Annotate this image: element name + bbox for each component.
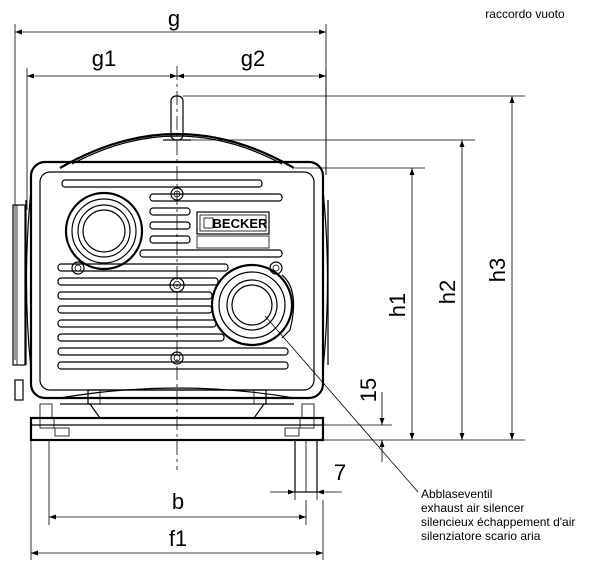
vacuum-connection-nipple: [163, 95, 191, 141]
dimension-7-label: 7: [334, 460, 346, 485]
callout-line-2: exhaust air silencer: [421, 501, 524, 515]
dimension-g2-label: g2: [241, 46, 265, 71]
corner-label: raccordo vuoto: [485, 7, 565, 21]
top-dome: [59, 133, 295, 169]
callout-line-3: silencieux échappement d'air: [421, 515, 575, 529]
becker-logo-plate: BECKER: [196, 211, 270, 249]
base-frame: [29, 387, 325, 500]
housing-bolts: [71, 187, 283, 365]
dimension-7: 7: [270, 460, 346, 495]
callout-line-4: silenziatore scario aria: [421, 529, 541, 543]
pump-housing: [25, 160, 329, 400]
dimension-g1-g2: g1 g2: [26, 46, 327, 210]
exhaust-callout: Abblaseventil exhaust air silencer silen…: [264, 315, 575, 543]
brand-label: BECKER: [213, 216, 269, 231]
dimension-h3-label: h3: [485, 258, 510, 282]
side-pipe: [12, 204, 26, 401]
dimension-g: g: [14, 6, 327, 360]
dimension-h2: h2: [190, 139, 475, 440]
dimension-h3: h3: [183, 95, 525, 440]
dimension-h1: h1: [295, 167, 425, 440]
callout-line-1: Abblaseventil: [421, 487, 492, 501]
exhaust-silencer: [210, 263, 295, 347]
dimension-15-label: 15: [356, 378, 381, 402]
dimension-15: 15: [323, 378, 392, 462]
dimension-b-label: b: [172, 489, 184, 514]
vacuum-inlet-filter: [64, 191, 144, 271]
dimension-b: b: [48, 440, 307, 525]
dimension-g-label: g: [168, 6, 180, 31]
dimension-h1-label: h1: [385, 293, 410, 317]
dimension-h2-label: h2: [435, 280, 460, 304]
dimension-g1-label: g1: [92, 46, 116, 71]
dimension-f1: f1: [30, 440, 324, 560]
dimension-f1-label: f1: [169, 526, 187, 551]
